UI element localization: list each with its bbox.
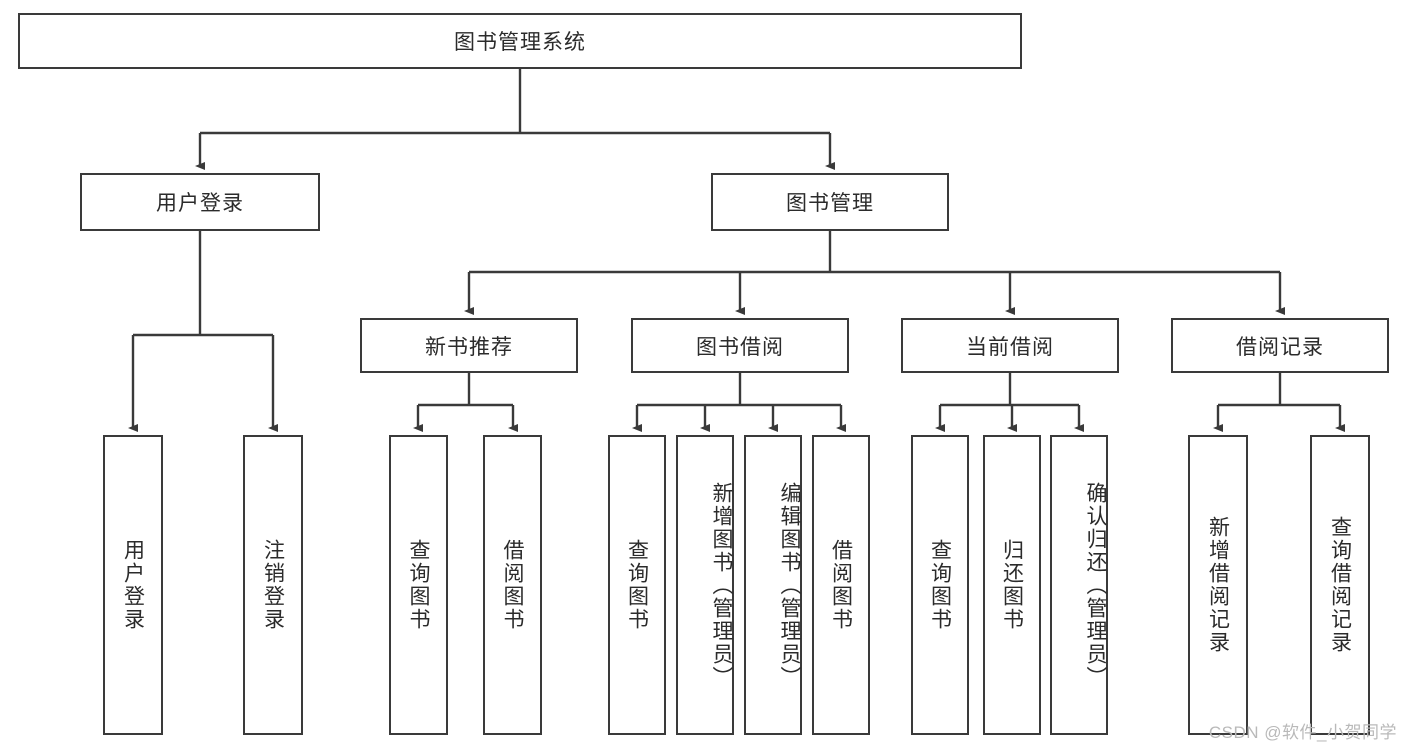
watermark-text: CSDN @软件_小贺同学 <box>1208 723 1397 742</box>
node-new-book-rec[interactable]: 新书推荐 <box>360 318 578 373</box>
node-leaf-query-book-1[interactable]: 查询图书 <box>389 435 448 735</box>
node-new-book-rec-label: 新书推荐 <box>425 335 513 359</box>
node-leaf-user-logout[interactable]: 注销登录 <box>243 435 303 735</box>
node-user-login[interactable]: 用户登录 <box>80 173 320 231</box>
node-leaf-query-book-2[interactable]: 查询图书 <box>608 435 666 735</box>
node-book-manage-label: 图书管理 <box>786 192 874 215</box>
node-leaf-add-book-admin[interactable]: 新增图书（管理员） <box>676 435 734 735</box>
node-leaf-query-borrow-record[interactable]: 查询借阅记录 <box>1310 435 1370 735</box>
node-leaf-edit-book-admin[interactable]: 编辑图书（管理员） <box>744 435 802 735</box>
node-leaf-edit-book-admin-label: 编辑图书（管理员） <box>778 481 801 689</box>
node-leaf-confirm-return-admin[interactable]: 确认归还（管理员） <box>1050 435 1108 735</box>
node-leaf-return-book-label: 归还图书 <box>1000 539 1024 631</box>
node-leaf-confirm-return-admin-label: 确认归还（管理员） <box>1084 481 1107 689</box>
node-leaf-add-borrow-record[interactable]: 新增借阅记录 <box>1188 435 1248 735</box>
node-leaf-query-borrow-record-label: 查询借阅记录 <box>1328 516 1352 654</box>
node-leaf-borrow-book-1-label: 借阅图书 <box>501 539 524 631</box>
node-leaf-borrow-book-2-label: 借阅图书 <box>829 539 853 631</box>
node-leaf-add-borrow-record-label: 新增借阅记录 <box>1206 516 1230 654</box>
node-leaf-user-login[interactable]: 用户登录 <box>103 435 163 735</box>
node-current-borrow[interactable]: 当前借阅 <box>901 318 1119 373</box>
node-book-borrow[interactable]: 图书借阅 <box>631 318 849 373</box>
node-leaf-query-book-3-label: 查询图书 <box>928 539 952 631</box>
node-borrow-record-label: 借阅记录 <box>1236 335 1324 359</box>
node-current-borrow-label: 当前借阅 <box>966 335 1054 359</box>
node-root[interactable]: 图书管理系统 <box>18 13 1022 69</box>
node-leaf-query-book-2-label: 查询图书 <box>625 539 649 631</box>
node-leaf-borrow-book-2[interactable]: 借阅图书 <box>812 435 870 735</box>
node-user-login-label: 用户登录 <box>156 192 244 215</box>
node-leaf-query-book-3[interactable]: 查询图书 <box>911 435 969 735</box>
node-leaf-user-logout-label: 注销登录 <box>261 539 285 631</box>
node-leaf-query-book-1-label: 查询图书 <box>407 539 430 631</box>
node-leaf-user-login-label: 用户登录 <box>121 539 145 631</box>
node-book-borrow-label: 图书借阅 <box>696 335 784 359</box>
node-leaf-add-book-admin-label: 新增图书（管理员） <box>710 481 733 689</box>
node-borrow-record[interactable]: 借阅记录 <box>1171 318 1389 373</box>
node-book-manage[interactable]: 图书管理 <box>711 173 949 231</box>
node-root-label: 图书管理系统 <box>454 31 586 54</box>
node-leaf-return-book[interactable]: 归还图书 <box>983 435 1041 735</box>
node-leaf-borrow-book-1[interactable]: 借阅图书 <box>483 435 542 735</box>
